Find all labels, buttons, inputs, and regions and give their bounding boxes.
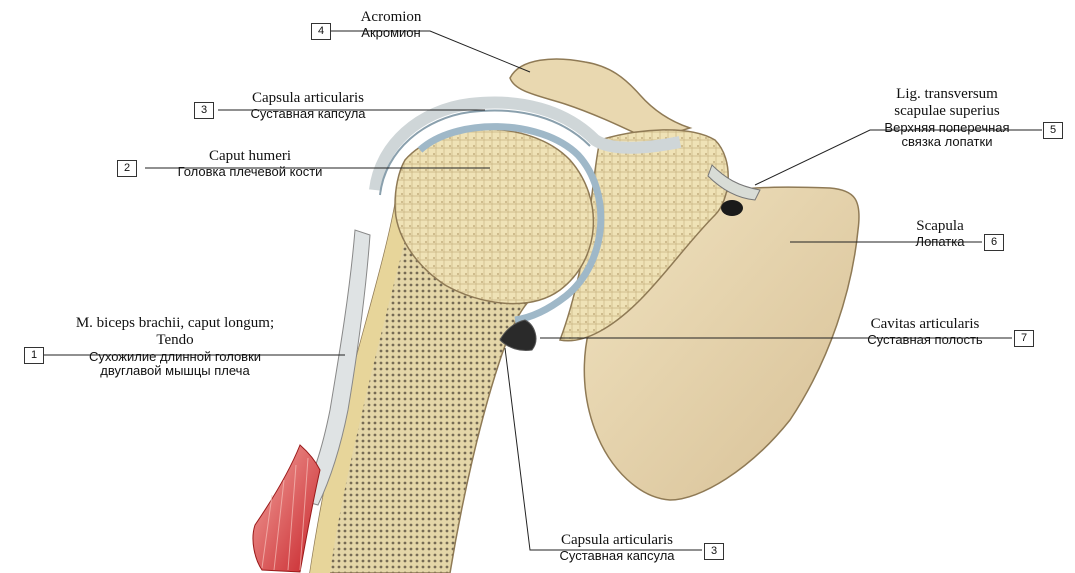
- label-number-3-top: 3: [194, 102, 214, 119]
- label-number-2: 2: [117, 160, 137, 177]
- label-biceps-tendon: M. biceps brachii, caput longum; Tendo С…: [40, 315, 310, 379]
- label-scapula: Scapula Лопатка: [895, 218, 985, 250]
- label-caput-humeri: Caput humeri Головка плечевой кости: [150, 148, 350, 180]
- label-number-5: 5: [1043, 122, 1063, 139]
- label-number-7: 7: [1014, 330, 1034, 347]
- label-number-6: 6: [984, 234, 1004, 251]
- label-number-3-bottom: 3: [704, 543, 724, 560]
- label-acromion: Acromion Акромион: [336, 9, 446, 41]
- label-capsula-bottom: Capsula articularis Суставная капсула: [532, 532, 702, 564]
- scapular-notch: [721, 200, 743, 216]
- label-capsula-top: Capsula articularis Суставная капсула: [218, 90, 398, 122]
- acromion-shape: [510, 59, 690, 140]
- label-number-4: 4: [311, 23, 331, 40]
- label-cavitas: Cavitas articularis Суставная полость: [840, 316, 1010, 348]
- biceps-muscle: [253, 445, 320, 572]
- label-ligament: Lig. transversum scapulae superius Верхн…: [862, 86, 1032, 150]
